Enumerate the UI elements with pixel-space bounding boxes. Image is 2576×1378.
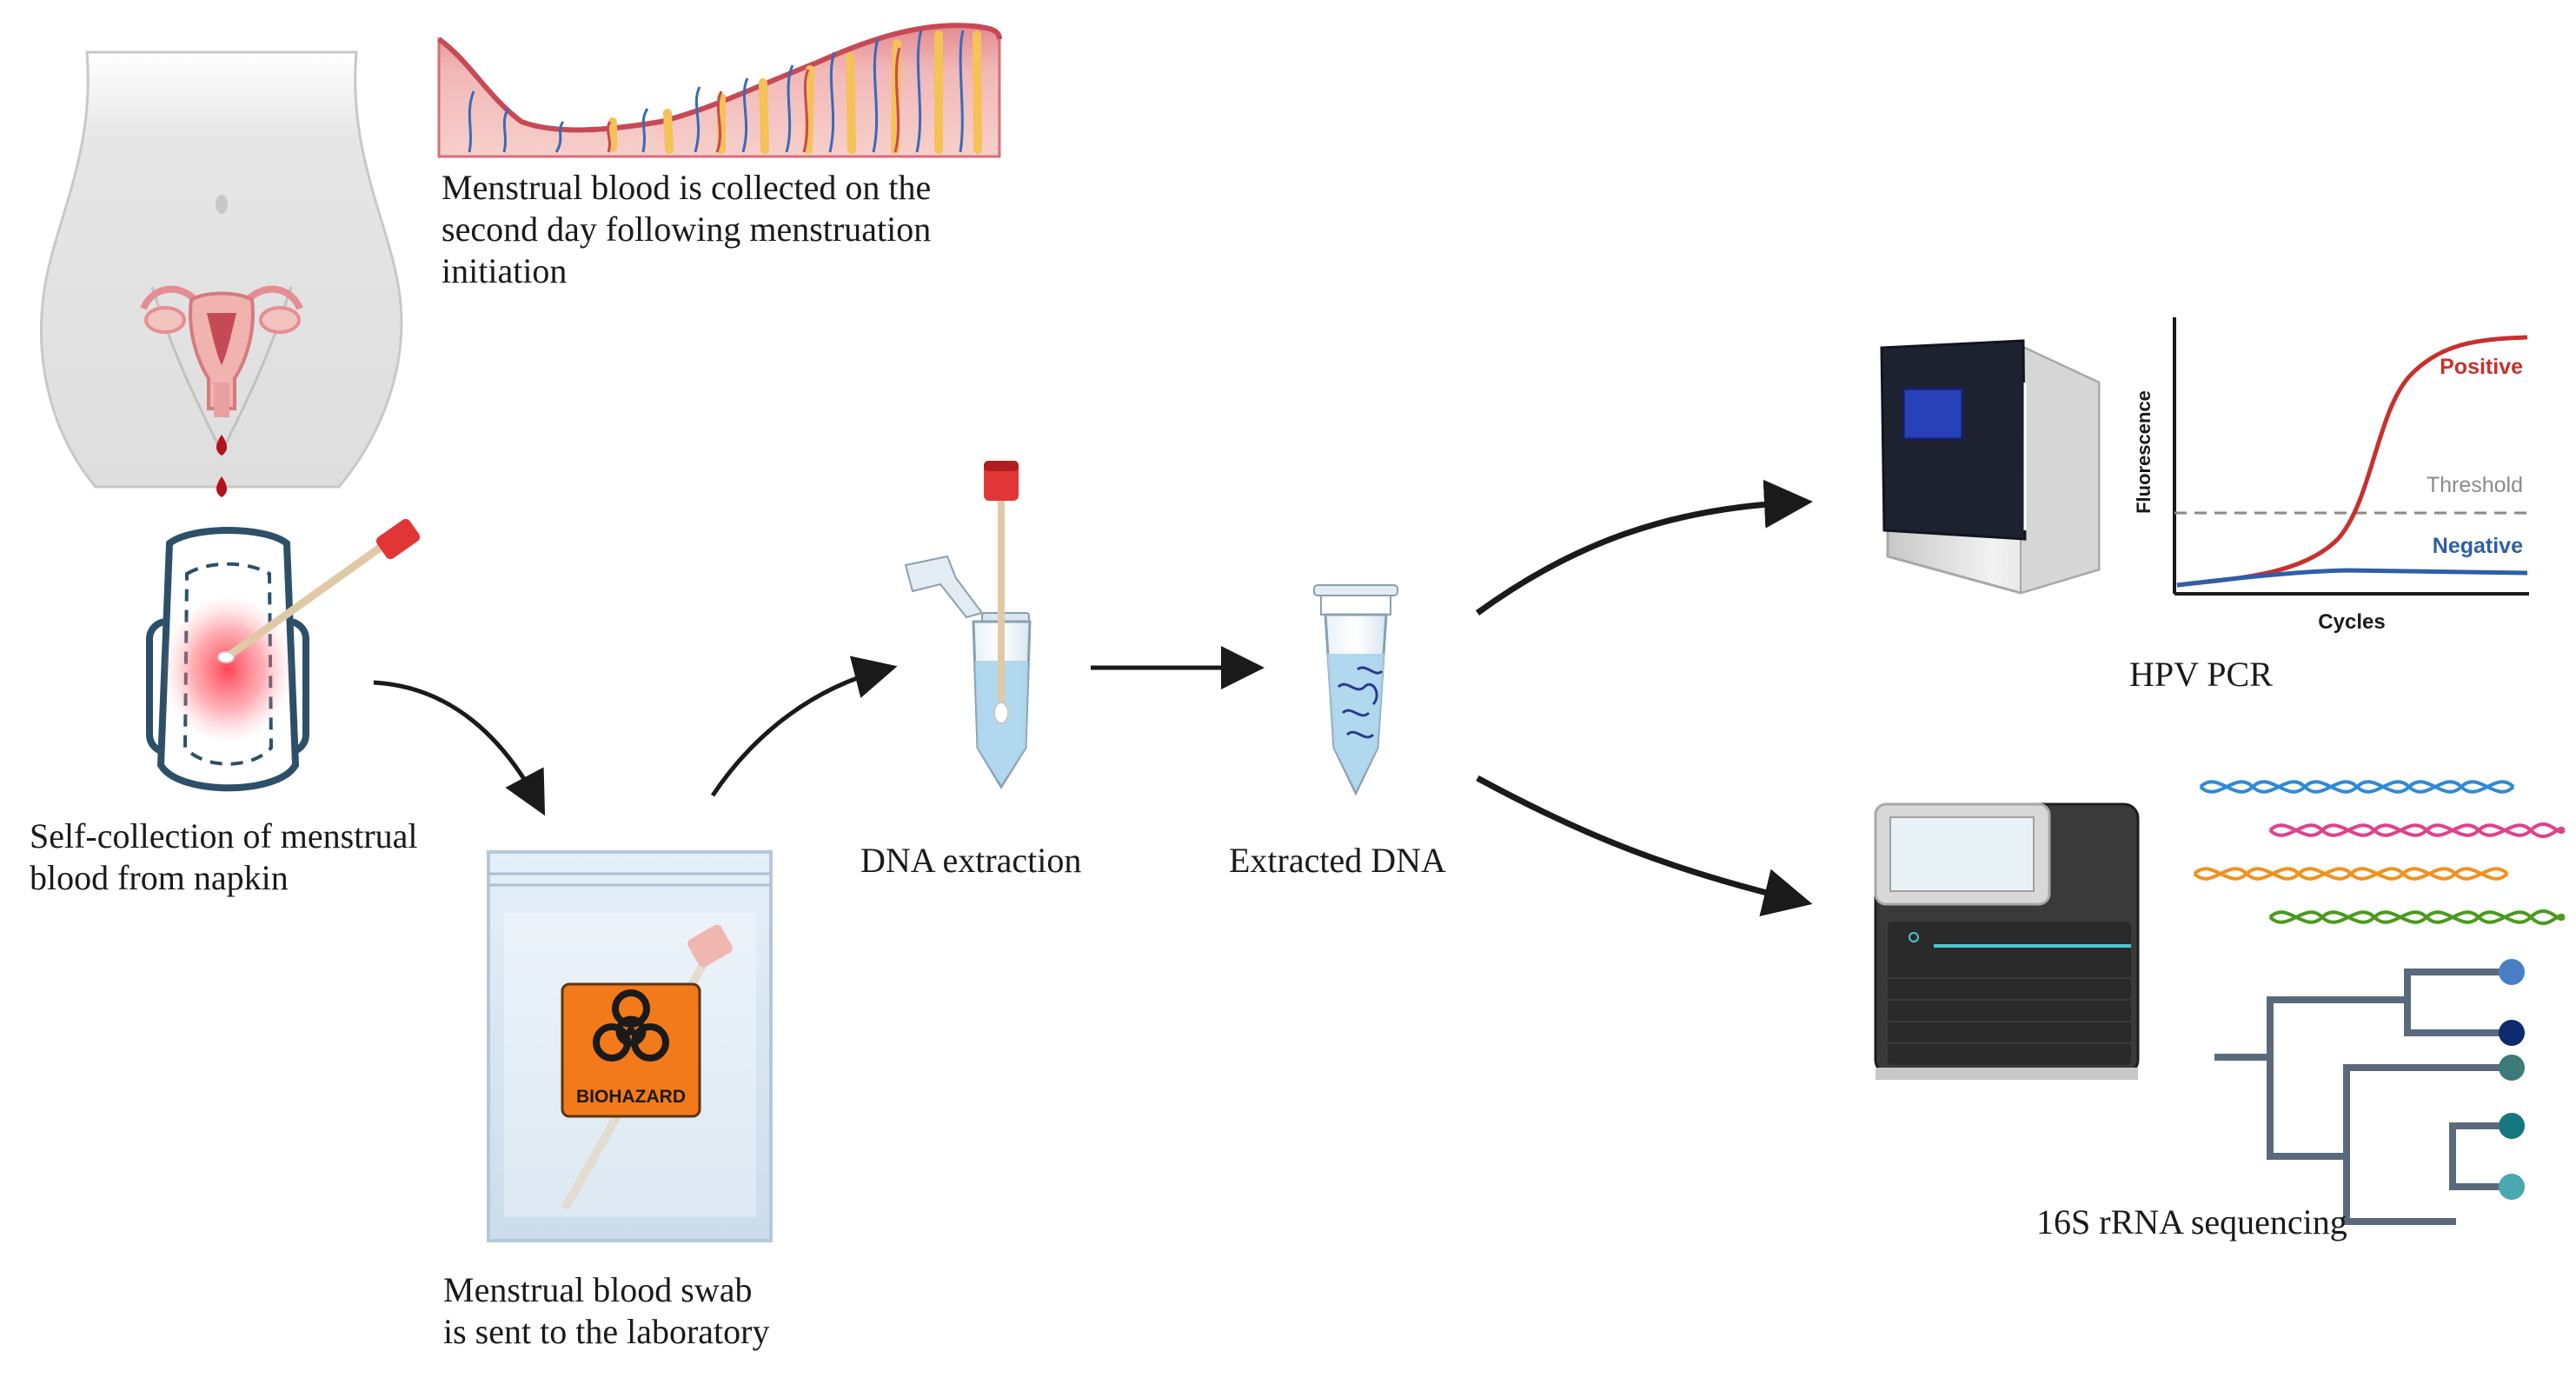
negative-label: Negative [2433,534,2523,558]
caption-sequencing: 16S rRNA sequencing [2036,1202,2347,1242]
uterus-icon [140,285,303,417]
caption-extracted-dna: Extracted DNA [1229,841,1446,880]
swab-icon [217,518,421,663]
sequencer-machine-icon [1874,802,2140,1080]
caption-swab-sent: Menstrual blood swab is sent to the labo… [443,1270,770,1351]
specimen-bag-icon: BIOHAZARD [487,850,773,1242]
extraction-tube-icon [904,461,1032,789]
phylogenetic-tree-icon [2214,969,2506,1225]
dna-strand-pink [2268,822,2566,838]
extracted-dna-tube-icon [1313,584,1398,796]
chart-ylabel: Fluorescence [2133,390,2154,514]
caption-dna-extraction: DNA extraction [860,841,1082,880]
positive-label: Positive [2440,355,2523,379]
caption-self-collection: Self-collection of menstrual blood from … [30,816,418,897]
dna-strands-icon [2193,780,2566,925]
dna-strand-green [2268,909,2566,925]
pcr-machine-icon [1880,339,2101,595]
biohazard-icon [593,989,669,1062]
threshold-label: Threshold [2427,473,2523,497]
dna-strand-blue [2199,780,2515,794]
caption-uterine-lining: Menstrual blood is collected on the seco… [442,168,932,290]
tree-node-3 [2499,1055,2525,1081]
arrow-bag-to-extraction [710,656,898,797]
dna-strand-icon [1337,666,1384,739]
body-silhouette [40,50,403,489]
arrow-dna-to-pcr [1475,479,1813,616]
tree-node-5 [2499,1174,2525,1200]
arrow-napkin-to-bag [373,680,546,816]
pcr-amplification-chart: Fluorescence Cycles Positive Threshold N… [2133,317,2529,634]
positive-curve [2176,335,2528,588]
chart-xlabel: Cycles [2318,610,2385,634]
tree-nodes [2499,959,2525,1200]
tree-node-2 [2499,1020,2525,1046]
tree-node-1 [2499,959,2525,985]
biohazard-label: BIOHAZARD [576,1087,686,1107]
tree-node-4 [2499,1113,2525,1139]
flow-arrows [373,479,1813,917]
caption-hpv-pcr: HPV PCR [2129,655,2273,694]
negative-curve [2176,568,2528,588]
endometrium-illustration [437,23,1002,158]
dna-strand-orange [2193,867,2509,881]
arrow-dna-to-sequencing [1476,775,1813,917]
